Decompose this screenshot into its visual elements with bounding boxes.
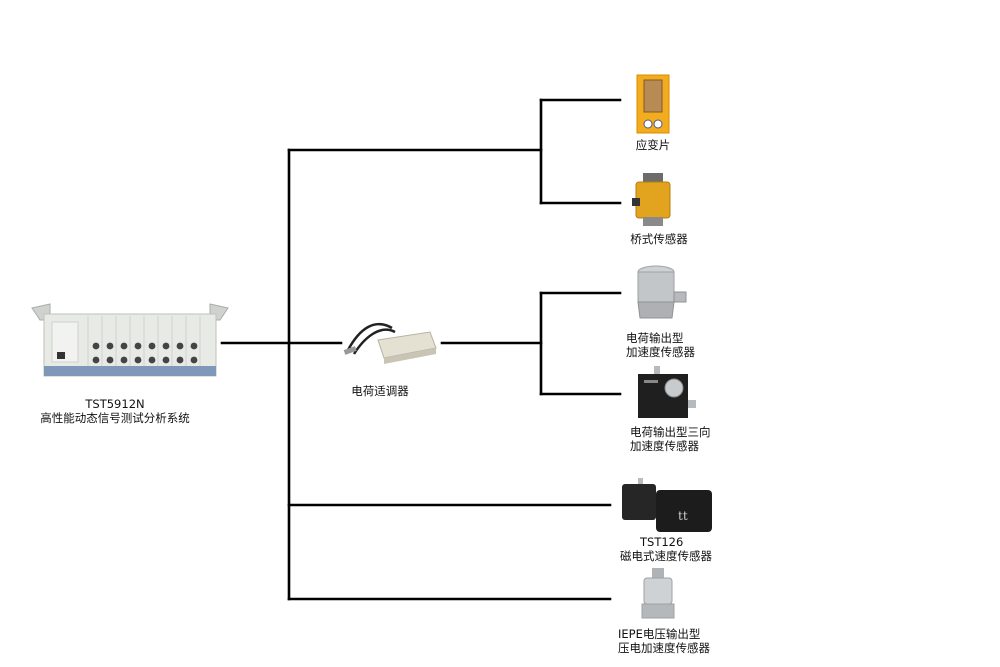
triaxial-accelerometer-label-line1: 电荷输出型三向 (630, 425, 711, 439)
triaxial-accelerometer-label: 电荷输出型三向 加速度传感器 (630, 425, 711, 453)
daq-name: 高性能动态信号测试分析系统 (40, 411, 190, 425)
charge-amplifier-label: 电荷适调器 (351, 384, 409, 398)
triaxial-accelerometer-label-line2: 加速度传感器 (630, 439, 699, 453)
sensor-triaxial-accelerometer[interactable]: 电荷输出型三向 加速度传感器 (628, 366, 728, 456)
iepe-accelerometer-label-line1: IEPE电压输出型 (618, 627, 701, 641)
data-acquisition-chassis-icon (31, 303, 229, 377)
velocity-sensor-label: TST126 磁电式速度传感器 (620, 535, 712, 563)
bridge-sensor-label: 桥式传感器 (630, 232, 688, 246)
charge-amplifier-icon (343, 322, 437, 364)
iepe-accelerometer-icon (641, 568, 675, 619)
velocity-sensor-model: TST126 (640, 535, 684, 549)
daq-node[interactable]: TST5912N 高性能动态信号测试分析系统 (30, 300, 240, 425)
svg-text:tt: tt (678, 509, 688, 523)
sensor-charge-accelerometer[interactable]: 电荷输出型 加速度传感器 (626, 264, 716, 364)
daq-model: TST5912N (85, 397, 145, 411)
bridge-load-cell-icon (632, 173, 671, 226)
strain-gauge-label: 应变片 (635, 138, 671, 152)
magnetoelectric-velocity-sensor-icon: tt (622, 478, 712, 532)
iepe-accelerometer-label-line2: 压电加速度传感器 (618, 641, 710, 655)
triaxial-accelerometer-icon (638, 366, 696, 418)
sensor-bridge[interactable]: 桥式传感器 (620, 168, 710, 248)
velocity-sensor-name: 磁电式速度传感器 (620, 549, 712, 563)
iepe-accelerometer-label: IEPE电压输出型 压电加速度传感器 (618, 627, 710, 655)
charge-accelerometer-icon (637, 265, 687, 319)
sensor-velocity[interactable]: tt TST126 磁电式速度传感器 (618, 478, 728, 568)
charge-accelerometer-label-line1: 电荷输出型 (626, 331, 684, 345)
charge-accelerometer-label-line2: 加速度传感器 (626, 345, 695, 359)
strain-gauge-icon (636, 74, 670, 134)
charge-accelerometer-label: 电荷输出型 加速度传感器 (626, 331, 695, 359)
sensor-strain-gauge[interactable]: 应变片 (620, 72, 700, 152)
sensor-iepe-accelerometer[interactable]: IEPE电压输出型 压电加速度传感器 (618, 568, 728, 663)
charge-amplifier-node[interactable]: 电荷适调器 (340, 318, 450, 403)
